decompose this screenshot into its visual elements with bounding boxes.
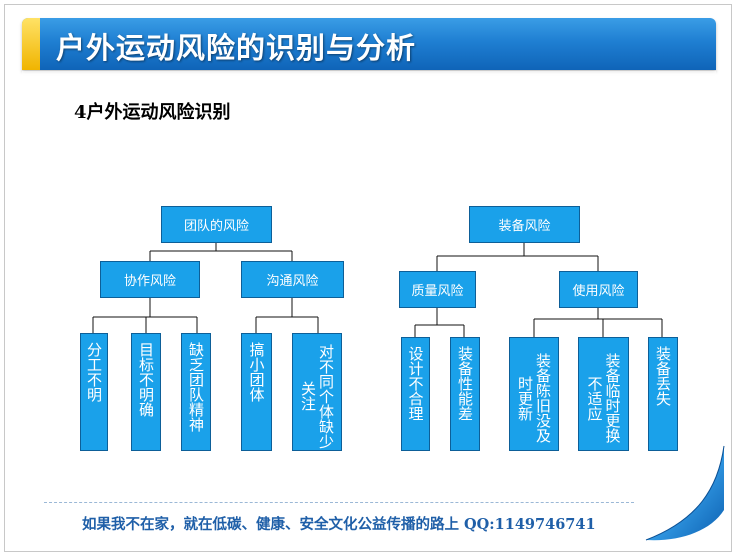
leaf-poor-performance: 装备性能差 [450,337,480,451]
title-bar: 户外运动风险的识别与分析 [22,18,716,75]
title-accent [22,18,40,70]
leaf-poor-design: 设计不合理 [401,337,430,451]
page-curl-icon [638,440,725,547]
node-usage-risk: 使用风险 [559,271,638,308]
title-underline [22,71,716,75]
node-communication-risk: 沟通风险 [241,261,344,298]
leaf-lack-team-spirit: 缺乏团队精神 [181,333,211,451]
node-collaboration-risk: 协作风险 [100,261,200,298]
node-equipment-risk: 装备风险 [469,206,580,243]
node-team-risk: 团队的风险 [161,206,272,243]
page-title: 户外运动风险的识别与分析 [56,31,417,65]
section-subtitle: 4户外运动风险识别 [74,102,231,123]
leaf-temporary-replacement: 装备临时更换不适应 [578,337,629,451]
footer-divider [44,502,634,503]
leaf-lack-attention: 对不同个体缺少关注 [292,333,342,451]
leaf-unclear-division: 分工不明 [80,333,108,451]
footer-text: 如果我不在家，就在低碳、健康、安全文化公益传播的路上 QQ:1149746741 [82,516,596,533]
leaf-outdated-equipment: 装备陈旧没及时更新 [509,337,559,451]
leaf-unclear-goal: 目标不明确 [131,333,161,451]
node-quality-risk: 质量风险 [399,271,476,308]
leaf-lost-equipment: 装备丢失 [648,337,678,451]
leaf-cliques: 搞小团体 [241,333,272,451]
